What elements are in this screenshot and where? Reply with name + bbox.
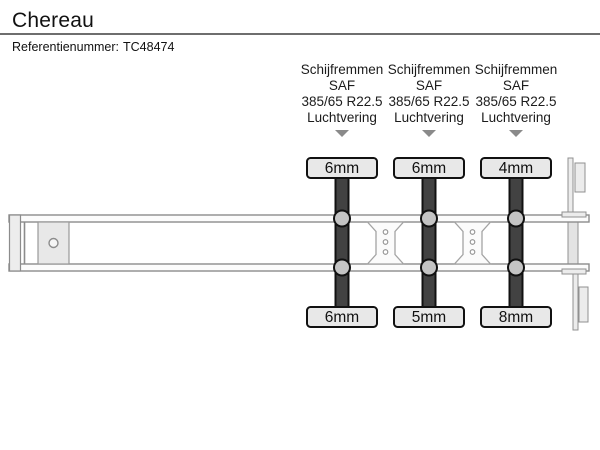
tire-size: 385/65 R22.5	[475, 94, 557, 109]
axle-brand: SAF	[328, 78, 356, 93]
tire-size: 385/65 R22.5	[388, 94, 470, 109]
axle-1: 6mm 6mm	[306, 157, 378, 328]
suspension-type: Luchtvering	[481, 110, 551, 125]
rear-bumper	[567, 157, 589, 331]
reference-number: Referentienummer: TC48474	[12, 40, 174, 54]
axle-hub-top	[507, 209, 525, 228]
tread-label-top	[306, 157, 378, 179]
tread-label-top	[393, 157, 465, 179]
bolt-hole	[469, 249, 476, 255]
brake-type: Schijfremmen	[300, 62, 384, 77]
cross-member-2	[453, 221, 492, 265]
axle-hub-bottom	[507, 258, 525, 277]
reference-label: Referentienummer:	[12, 40, 119, 54]
axle-hub-top	[333, 209, 351, 228]
tread-label-top	[480, 157, 552, 179]
tread-value-top: 6mm	[325, 160, 359, 177]
chassis-rail-bottom	[8, 263, 590, 272]
tread-value-top: 6mm	[412, 160, 446, 177]
axle-1-spec-column: Schijfremmen SAF 385/65 R22.5 Luchtverin…	[296, 62, 388, 137]
brake-type: Schijfremmen	[474, 62, 558, 77]
axle-2: 6mm 5mm	[393, 157, 465, 328]
rear-lamp-bottom	[578, 286, 589, 323]
kingpin-icon	[48, 237, 59, 249]
cross-member-1	[366, 221, 405, 265]
page-title: Chereau	[12, 9, 94, 32]
down-arrow-icon	[422, 130, 436, 137]
axle-hub-top	[420, 209, 438, 228]
tread-value-top: 4mm	[499, 160, 533, 177]
axle-brand: SAF	[415, 78, 443, 93]
suspension-type: Luchtvering	[394, 110, 464, 125]
rear-bar-top	[567, 157, 574, 216]
tread-value-bottom: 6mm	[325, 309, 359, 326]
rear-bar-bottom	[572, 273, 579, 331]
bolt-hole	[469, 229, 476, 235]
axle-brand: SAF	[502, 78, 530, 93]
axle-bar	[334, 177, 350, 308]
tire-size: 385/65 R22.5	[301, 94, 383, 109]
axle-bar	[508, 177, 524, 308]
rear-crossbar	[567, 221, 579, 265]
chassis-top-view-diagram: 6mm 6mm 6mm 5mm 4mm 8mm	[8, 157, 590, 331]
suspension-type: Luchtvering	[307, 110, 377, 125]
down-arrow-icon	[509, 130, 523, 137]
axle-3-spec-column: Schijfremmen SAF 385/65 R22.5 Luchtverin…	[470, 62, 562, 137]
bolt-hole	[382, 239, 389, 245]
chassis-rail-top	[8, 214, 590, 223]
bolt-hole	[382, 249, 389, 255]
header-divider	[0, 33, 600, 35]
axle-hub-bottom	[420, 258, 438, 277]
rear-bracket-top	[561, 211, 587, 218]
axle-3: 4mm 8mm	[480, 157, 552, 328]
front-end-cap	[8, 214, 22, 272]
tread-value-bottom: 5mm	[412, 309, 446, 326]
axle-2-spec-column: Schijfremmen SAF 385/65 R22.5 Luchtverin…	[383, 62, 475, 137]
tread-label-bottom	[480, 306, 552, 328]
rear-bracket-bottom	[561, 268, 587, 275]
bolt-hole	[469, 239, 476, 245]
reference-value: TC48474	[123, 40, 175, 54]
tread-label-bottom	[393, 306, 465, 328]
bolt-hole	[382, 229, 389, 235]
tread-value-bottom: 8mm	[499, 309, 533, 326]
axle-hub-bottom	[333, 258, 351, 277]
down-arrow-icon	[335, 130, 349, 137]
rear-lamp-top	[574, 162, 586, 193]
brake-type: Schijfremmen	[387, 62, 471, 77]
tread-label-bottom	[306, 306, 378, 328]
axle-bar	[421, 177, 437, 308]
